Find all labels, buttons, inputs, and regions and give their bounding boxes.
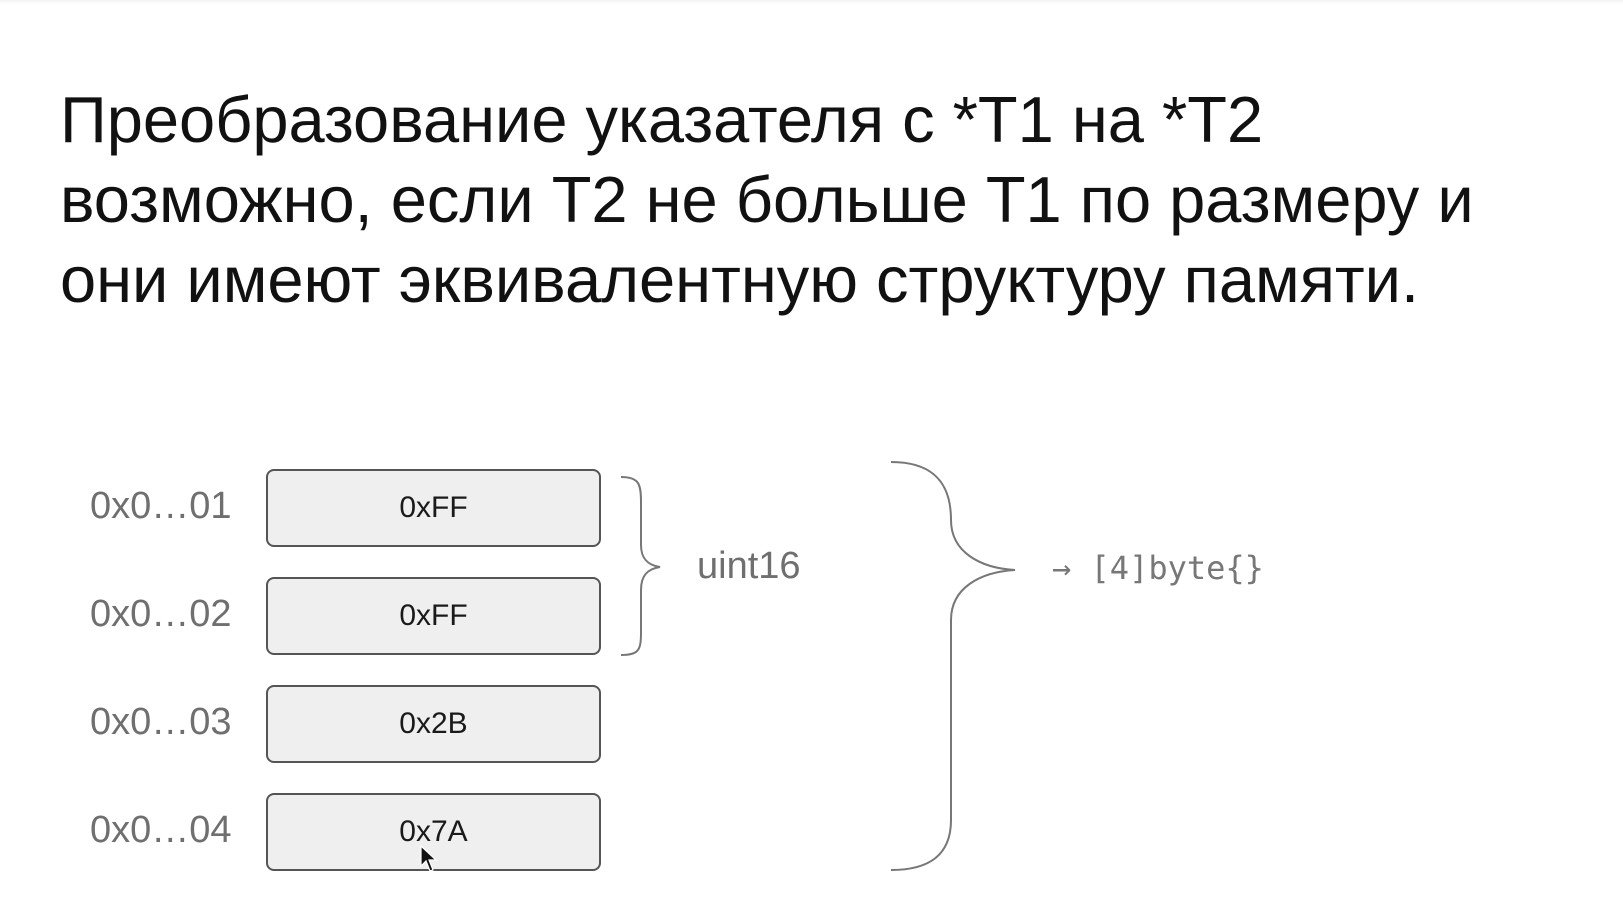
memory-address-1: 0x0…01	[90, 485, 232, 527]
memory-cell-2: 0xFF	[266, 577, 601, 655]
top-strip	[0, 0, 1623, 4]
memory-address-2: 0x0…02	[90, 593, 232, 635]
large-curly-brace	[890, 461, 1016, 871]
uint16-label: uint16	[697, 545, 801, 587]
slide-title-line-2: возможно, если T2 не больше T1 по размер…	[60, 163, 1474, 236]
memory-cell-1: 0xFF	[266, 469, 601, 547]
mouse-pointer-icon	[420, 845, 438, 872]
memory-cell-value-2: 0xFF	[399, 599, 468, 632]
memory-cell-3: 0x2B	[266, 685, 601, 763]
byte-array-label: → [4]byte{}	[1052, 549, 1264, 587]
memory-cell-value-3: 0x2B	[399, 707, 468, 740]
memory-cell-value-1: 0xFF	[399, 491, 468, 524]
memory-address-3: 0x0…03	[90, 701, 232, 743]
slide-title-line-1: Преобразование указателя с *T1 на *T2	[60, 83, 1264, 156]
memory-cell-value-4: 0x7A	[399, 815, 468, 848]
small-curly-brace	[620, 476, 661, 656]
slide-title: Преобразование указателя с *T1 на *T2 во…	[60, 80, 1560, 320]
memory-address-4: 0x0…04	[90, 809, 232, 851]
slide-title-line-3: они имеют эквивалентную структуру памяти…	[60, 243, 1420, 316]
